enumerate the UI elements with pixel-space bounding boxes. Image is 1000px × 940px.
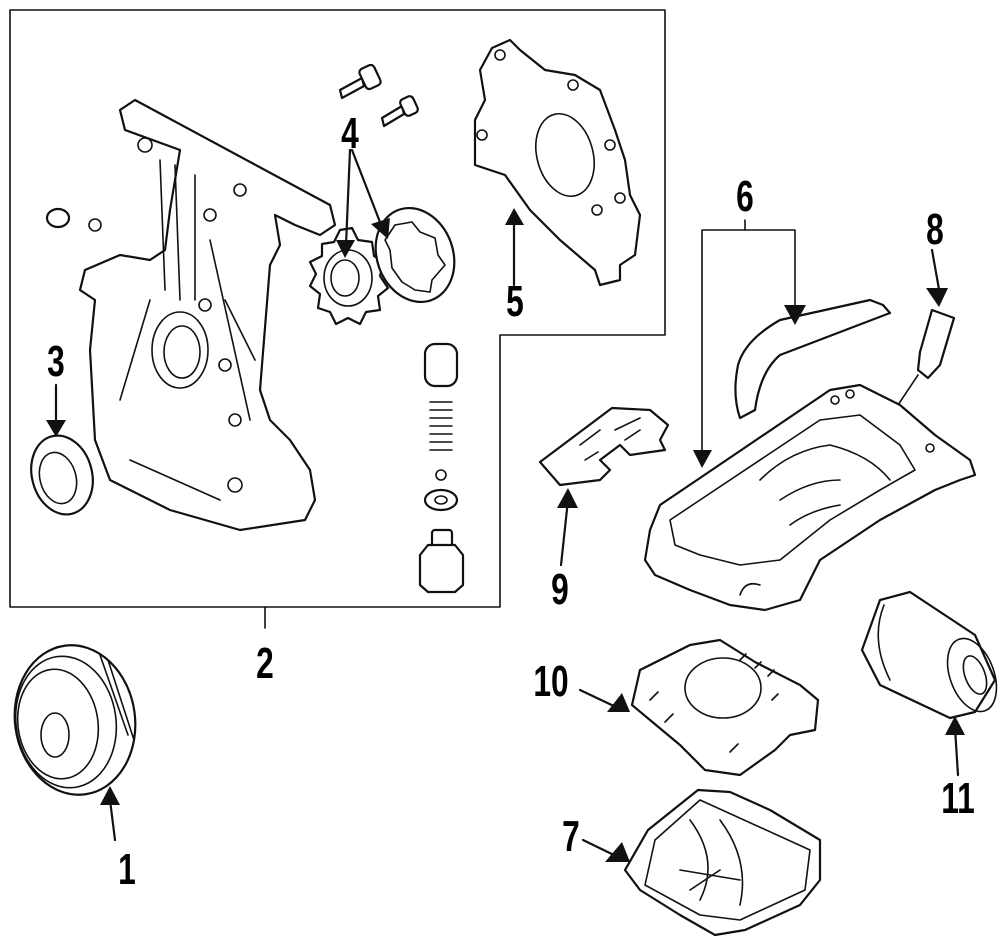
callout-5[interactable]: 5 xyxy=(506,277,524,326)
callout-1[interactable]: 1 xyxy=(118,845,136,894)
crank-pulley[interactable] xyxy=(5,637,145,802)
callout-7[interactable]: 7 xyxy=(562,812,580,861)
oil-sender[interactable] xyxy=(897,308,956,406)
callout-8[interactable]: 8 xyxy=(926,205,944,254)
oil-filter[interactable] xyxy=(860,590,1000,720)
callout-11[interactable]: 11 xyxy=(941,774,975,823)
pan-seal-strip[interactable] xyxy=(734,298,892,420)
baffle-plate[interactable] xyxy=(538,406,670,487)
relief-valve[interactable] xyxy=(418,342,465,594)
outer-rotor[interactable] xyxy=(363,197,467,313)
callout-6[interactable]: 6 xyxy=(736,172,754,221)
callout-3[interactable]: 3 xyxy=(47,337,65,386)
callout-10[interactable]: 10 xyxy=(533,657,569,706)
assembly-box xyxy=(9,9,666,629)
pump-cover[interactable] xyxy=(473,38,642,287)
pump-bolts[interactable] xyxy=(338,63,419,128)
callout-2[interactable]: 2 xyxy=(256,639,274,688)
lower-gasket[interactable] xyxy=(630,638,820,777)
timing-cover[interactable] xyxy=(78,98,337,532)
callout-4[interactable]: 4 xyxy=(341,109,359,158)
lower-oil-pan[interactable] xyxy=(623,788,822,937)
leader-lines xyxy=(46,148,965,862)
front-seal[interactable] xyxy=(23,429,102,522)
callout-9[interactable]: 9 xyxy=(551,565,569,614)
cover-plug[interactable] xyxy=(45,207,71,229)
oil-pan-upper[interactable] xyxy=(643,383,977,612)
